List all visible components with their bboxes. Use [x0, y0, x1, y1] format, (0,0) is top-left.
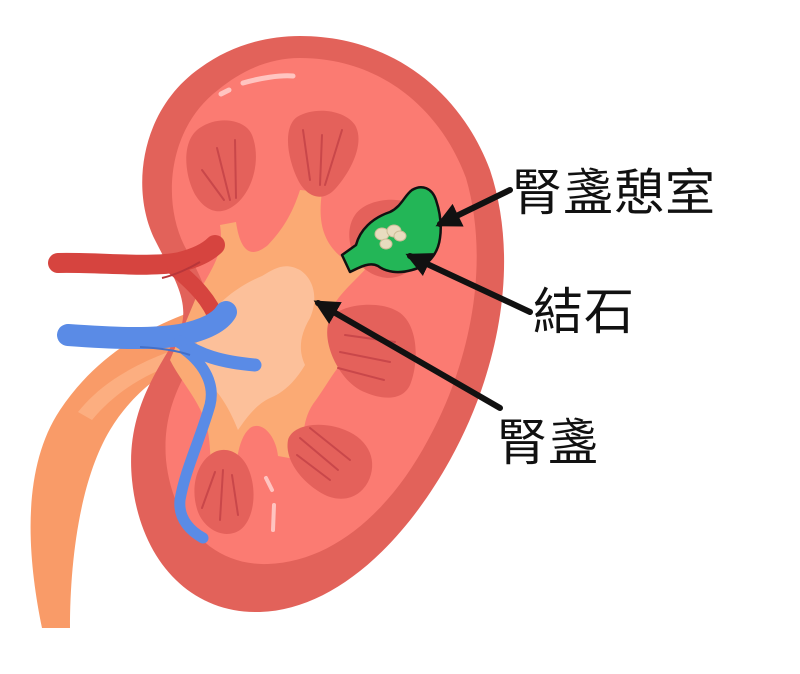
pyramid-upper-middle [287, 110, 359, 197]
pyramid-upper-left [186, 120, 256, 212]
renal-vein [57, 301, 262, 544]
gloss-highlights [218, 73, 296, 532]
annotation-arrows [313, 187, 533, 411]
stone-cluster [374, 224, 407, 250]
label-calyceal-diverticulum: 腎盞憩室 [512, 164, 716, 222]
arrow-calyx [313, 300, 503, 411]
arrow-stone [405, 253, 533, 315]
arrow-calyceal-diverticulum [435, 187, 513, 227]
label-stone: 結石 [533, 283, 635, 341]
label-calyx: 腎盞 [497, 414, 599, 472]
pyramid-lower-left [194, 449, 254, 534]
pyramid-lower-right [287, 424, 373, 499]
